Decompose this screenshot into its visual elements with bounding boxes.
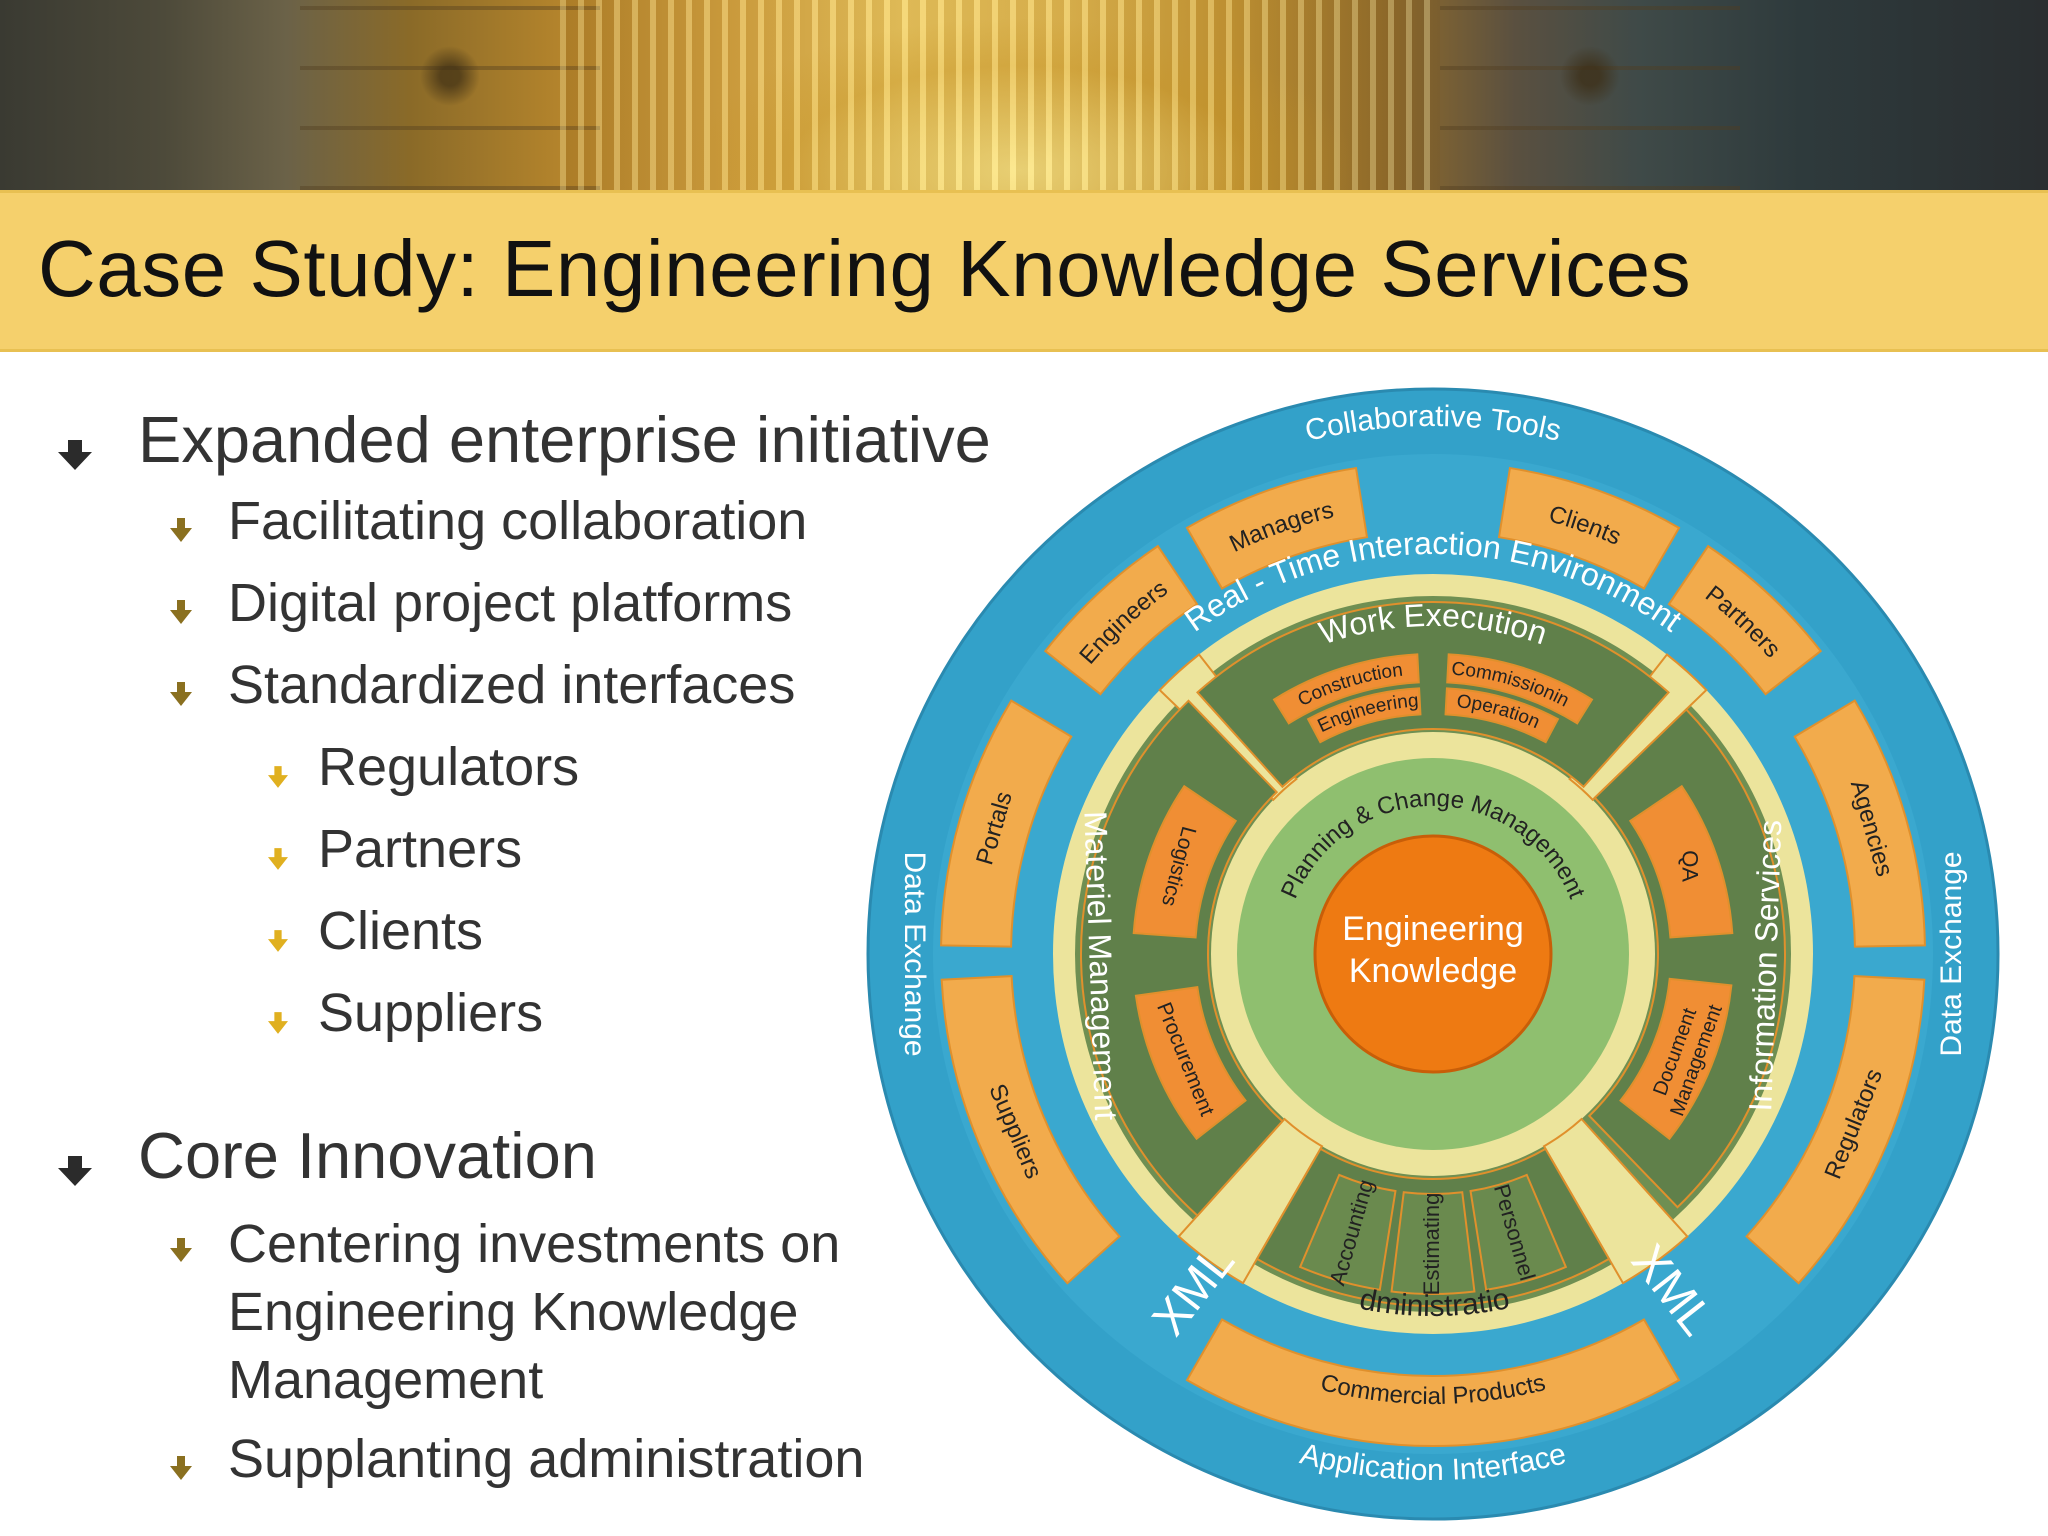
bullet-arrow-icon — [170, 1238, 192, 1262]
segment-estimating — [1390, 1191, 1476, 1296]
segment-accounting — [1298, 1173, 1397, 1291]
ring-segment-regulators — [1745, 975, 1926, 1285]
bullet-arrow-icon — [170, 518, 192, 542]
ring-segment-clients — [1497, 466, 1681, 590]
bullet-arrow-icon — [268, 766, 288, 788]
segment-procurement — [1134, 985, 1247, 1141]
bullet-standardized: Standardized interfaces — [170, 654, 796, 716]
bullet-arrow-icon — [58, 1156, 92, 1186]
bullet-arrow-icon — [170, 682, 192, 706]
ring-segment-portals — [940, 699, 1073, 948]
header-photo — [0, 0, 2048, 190]
label-data-exchange-right: Data Exchange — [1935, 851, 1968, 1056]
ring-segment-suppliers — [940, 975, 1121, 1285]
bullet-supplanting: Supplanting administration — [170, 1428, 865, 1490]
diagram-segments — [940, 466, 1926, 1447]
bullet-text-line1: Centering investments on — [228, 1214, 841, 1274]
bullet-text: Facilitating collaboration — [228, 491, 808, 551]
bullet-text: Core Innovation — [138, 1119, 597, 1192]
center-label-line2: Knowledge — [1349, 952, 1517, 990]
label-estimating: Estimating — [1419, 1193, 1444, 1296]
center-label-line1: Engineering — [1342, 910, 1523, 948]
bullet-facilitating: Facilitating collaboration — [170, 490, 808, 552]
segment-personnel — [1469, 1173, 1568, 1291]
bullet-centering: Centering investments on Engineering Kno… — [170, 1210, 841, 1414]
bullet-text: Expanded enterprise initiative — [138, 403, 991, 476]
segment-engineering — [1306, 687, 1422, 744]
segment-construction — [1272, 653, 1420, 725]
bullet-expanded-enterprise: Expanded enterprise initiative — [58, 402, 991, 477]
bullet-text: Suppliers — [318, 983, 544, 1043]
segment-qa — [1628, 784, 1734, 939]
bullet-text: Regulators — [318, 737, 580, 797]
bullet-core-innovation: Core Innovation — [58, 1118, 597, 1193]
ring-segment-managers — [1185, 466, 1369, 590]
bullet-text: Supplanting administration — [228, 1429, 865, 1489]
bullet-arrow-icon — [170, 1456, 192, 1480]
segment-operation — [1444, 687, 1560, 744]
title-band: Case Study: Engineering Knowledge Servic… — [0, 190, 2048, 352]
bullet-text: Partners — [318, 819, 523, 879]
ring-segment-engineers — [1043, 544, 1199, 696]
bullet-arrow-icon — [268, 1012, 288, 1034]
segment-document-management — [1619, 977, 1733, 1141]
work-execution-panel — [1196, 601, 1670, 789]
bullet-suppliers: Suppliers — [268, 982, 544, 1044]
segment-commissioning — [1446, 653, 1594, 725]
bullet-text-line3: Management — [228, 1350, 544, 1410]
bullet-text-line2: Engineering Knowledge — [228, 1282, 799, 1342]
page-title: Case Study: Engineering Knowledge Servic… — [38, 224, 1692, 313]
bullet-text: Digital project platforms — [228, 573, 793, 633]
bullet-arrow-icon — [268, 930, 288, 952]
bullet-text: Standardized interfaces — [228, 655, 796, 715]
ring-segment-agencies — [1793, 699, 1926, 948]
bullet-arrow-icon — [268, 848, 288, 870]
bullet-digital: Digital project platforms — [170, 572, 793, 634]
bullet-partners: Partners — [268, 818, 523, 880]
bullet-text: Clients — [318, 901, 484, 961]
bullet-regulators: Regulators — [268, 736, 580, 798]
ring-segment-partners — [1667, 544, 1823, 696]
segment-logistics — [1132, 784, 1238, 939]
bullet-arrow-icon — [58, 440, 92, 470]
center-circle — [1313, 834, 1553, 1074]
bullet-clients: Clients — [268, 900, 484, 962]
bullet-arrow-icon — [170, 600, 192, 624]
ring-segment-commercial_products — [1185, 1318, 1681, 1447]
label-data-exchange-left: Data Exchange — [898, 851, 931, 1056]
label-qa: QA — [1677, 850, 1702, 882]
